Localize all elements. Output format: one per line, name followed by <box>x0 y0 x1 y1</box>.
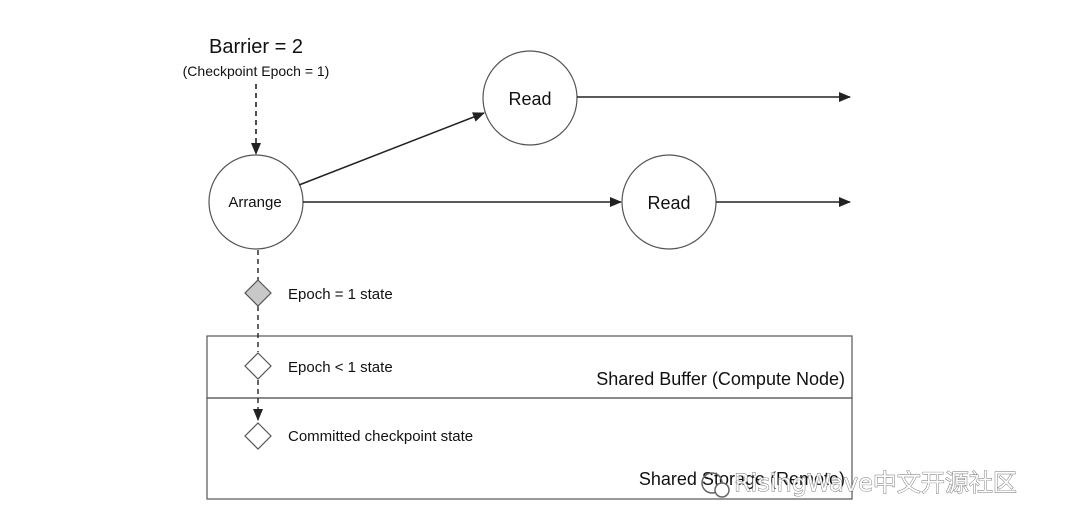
epoch-lt-state-label: Epoch < 1 state <box>288 359 393 376</box>
shared-storage-label: Shared Storage (Remote) <box>639 469 845 489</box>
read-label-top: Read <box>508 89 551 109</box>
read-label-bottom: Read <box>647 193 690 213</box>
barrier-subtitle: (Checkpoint Epoch = 1) <box>183 63 330 79</box>
shared-buffer-label: Shared Buffer (Compute Node) <box>596 369 845 389</box>
edge-arrange-to-read-top <box>298 112 485 186</box>
committed-state-label: Committed checkpoint state <box>288 428 473 445</box>
watermark: RisingWave中文开源社区 <box>701 469 1017 498</box>
shared-storage-region <box>206 397 853 500</box>
read-node-top <box>482 50 578 146</box>
epoch-eq-state-label: Epoch = 1 state <box>288 286 393 303</box>
watermark-text: RisingWave中文开源社区 <box>734 469 1017 497</box>
epoch-eq-state-icon <box>244 279 272 307</box>
chat-icon-bubble <box>714 482 730 498</box>
barrier-title: Barrier = 2 <box>209 36 303 58</box>
committed-state-icon <box>244 422 272 450</box>
arrange-label: Arrange <box>228 194 281 211</box>
epoch-lt-state-icon <box>244 352 272 380</box>
